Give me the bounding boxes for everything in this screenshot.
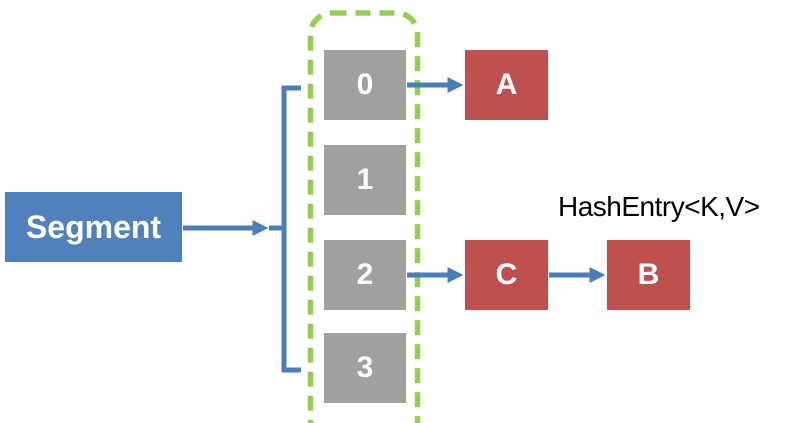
bucket-slot-1-label: 1 (356, 163, 374, 196)
hash-entry-annotation: HashEntry<K,V> (558, 191, 760, 222)
bucket-slot-1: 1 (324, 145, 406, 215)
hash-entry-c-label: C (495, 258, 518, 291)
bucket-slot-3: 3 (324, 333, 406, 403)
bucket-slot-2: 2 (324, 240, 406, 310)
bucket-slot-0: 0 (324, 50, 406, 120)
bucket-slot-3-label: 3 (356, 351, 374, 384)
hash-entry-c-box: C (465, 240, 548, 310)
bucket-array-brace (281, 85, 301, 373)
bucket-slot-2-label: 2 (356, 258, 374, 291)
segment-label: Segment (25, 208, 162, 245)
hash-entry-a-label: A (495, 68, 518, 101)
hash-entry-b-box: B (607, 240, 690, 310)
hash-entry-a-box: A (465, 50, 548, 120)
bucket-slot-0-label: 0 (356, 68, 374, 101)
segment-box: Segment (5, 192, 182, 262)
hash-entry-b-label: B (637, 258, 660, 291)
